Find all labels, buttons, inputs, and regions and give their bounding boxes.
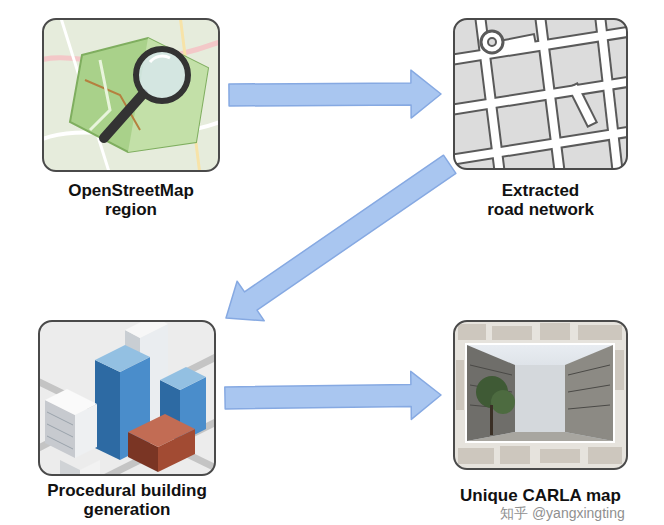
watermark: 知乎 @yangxingting (500, 505, 625, 522)
image-frame (453, 18, 628, 170)
image-panel: Extracted road network (453, 18, 628, 219)
road-network-illustration (454, 19, 627, 169)
flow-arrow (226, 155, 456, 321)
carla-map-illustration (454, 321, 627, 469)
osm-illustration (43, 19, 219, 171)
panel-caption: Procedural building generation (38, 481, 216, 519)
image-frame (38, 320, 216, 476)
flow-arrow (229, 70, 441, 118)
buildings-illustration (39, 321, 215, 475)
flow-arrow (225, 371, 441, 419)
image-panel: Unique CARLA map (453, 320, 628, 505)
image-panel: OpenStreetMap region (42, 18, 220, 219)
image-panel: Procedural building generation (38, 320, 216, 519)
caption-text: Procedural building generation (47, 481, 207, 519)
panel-caption: OpenStreetMap region (42, 181, 220, 219)
image-frame (42, 18, 220, 172)
panel-caption: Unique CARLA map (453, 486, 628, 505)
caption-text: OpenStreetMap region (68, 181, 194, 219)
image-frame (453, 320, 628, 470)
panel-caption: Extracted road network (453, 181, 628, 219)
caption-text: Unique CARLA map (460, 486, 621, 505)
caption-text: Extracted road network (487, 181, 594, 219)
